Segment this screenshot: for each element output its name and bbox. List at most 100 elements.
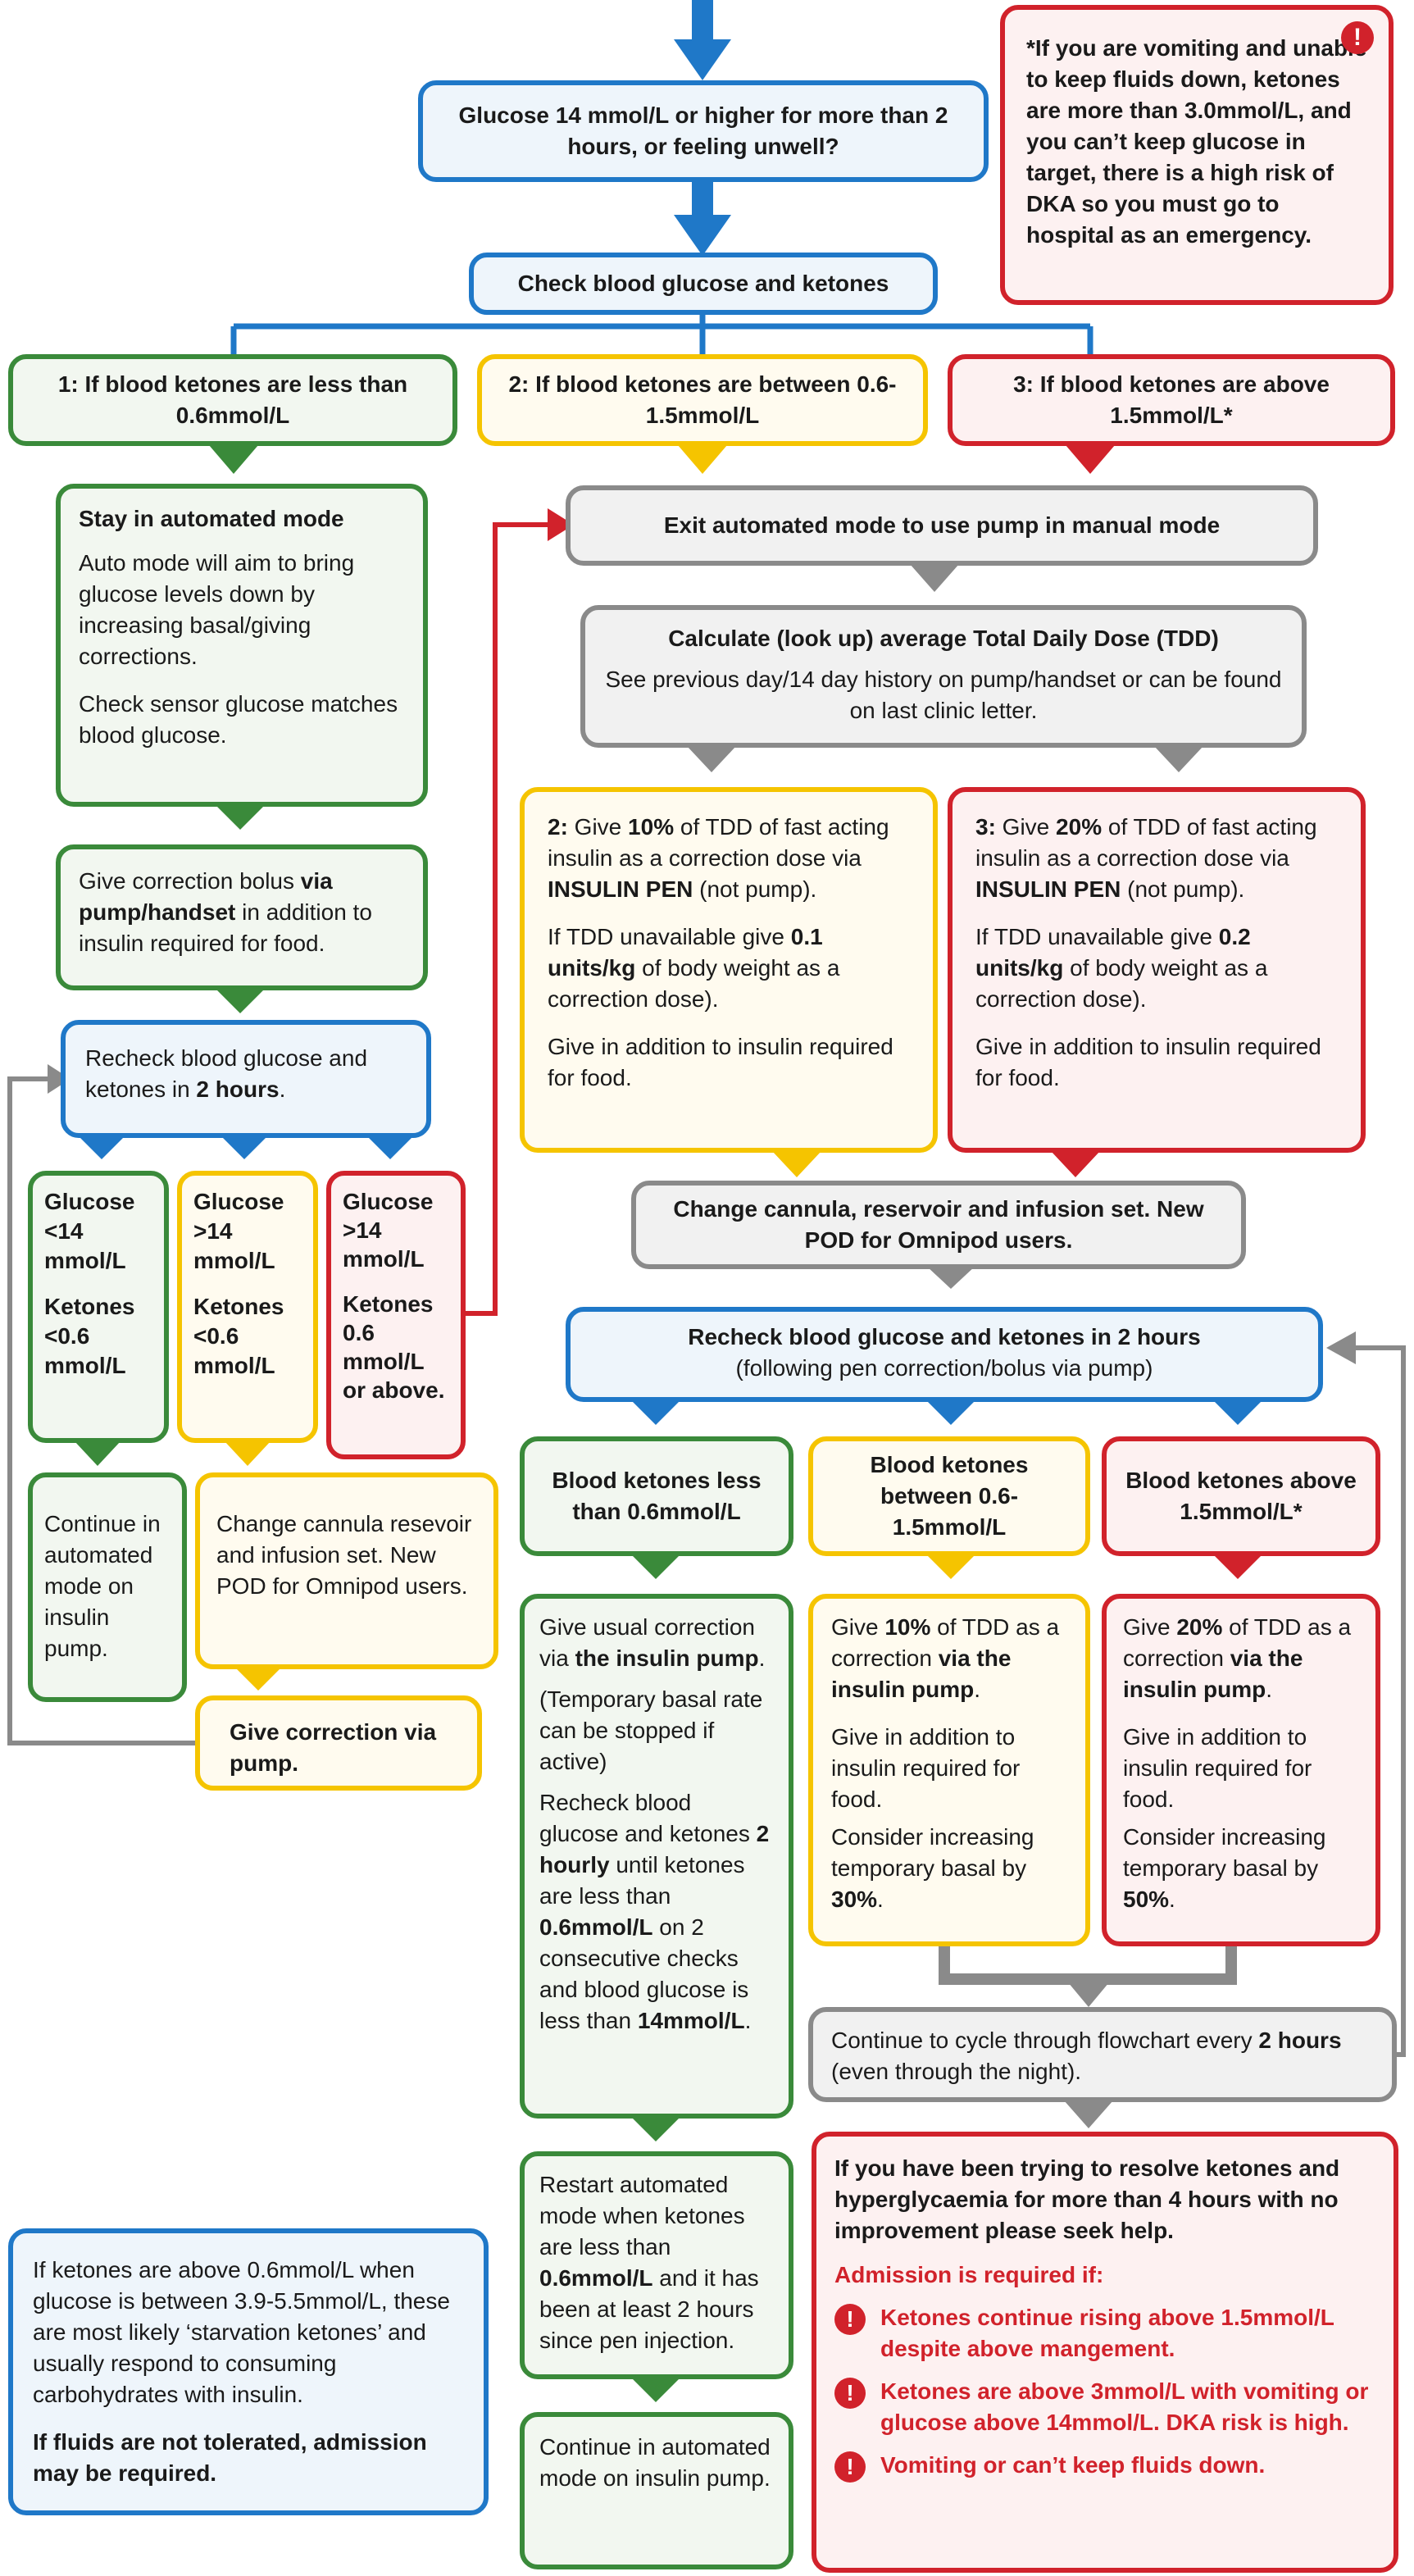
recheck-mid-box: Recheck blood glucose and ketones in 2 h… <box>566 1307 1323 1402</box>
pump-20-f: Consider increasing temporary basal by <box>1123 1824 1326 1881</box>
exit-automated-text: Exit automated mode to use pump in manua… <box>663 512 1221 538</box>
branch-1-box: 1: If blood ketones are less than 0.6mmo… <box>8 354 457 446</box>
ketones-above-text: Blood ketones above 1.5mmol/L* <box>1125 1468 1357 1524</box>
admission-item: ! Ketones are above 3mmol/L with vomitin… <box>834 2376 1375 2438</box>
admission-item: ! Vomiting or can’t keep fluids down. <box>834 2450 1375 2483</box>
give-10-pen: INSULIN PEN <box>548 876 693 902</box>
stay-automated-check: Check sensor glucose matches blood gluco… <box>79 691 398 748</box>
glucose-question-text: Glucose 14 mmol/L or higher for more tha… <box>458 102 948 159</box>
continue-automated-left-text: Continue in automated mode on insulin pu… <box>44 1511 161 1661</box>
pump-20-d: . <box>1266 1677 1272 1702</box>
usual-b: the insulin pump <box>575 1645 759 1671</box>
give-correction-pump-text: Give correction via pump. <box>230 1719 437 1776</box>
branch-1-text: 1: If blood ketones are less than 0.6mmo… <box>57 371 408 428</box>
usual-j: 14mmol/L <box>637 2008 745 2033</box>
restart-a: Restart automated mode when ketones are … <box>539 2172 745 2260</box>
usual-c: . <box>758 1645 766 1671</box>
restart-automated-box: Restart automated mode when ketones are … <box>520 2151 793 2379</box>
change-cannula-left-text: Change cannula resevoir and infusion set… <box>216 1511 472 1599</box>
continue-automated-left-box: Continue in automated mode on insulin pu… <box>28 1472 187 1702</box>
cycle-c: (even through the night). <box>831 2059 1082 2084</box>
give-20-pen: INSULIN PEN <box>975 876 1121 902</box>
pump-20-box: Give 20% of TDD as a correction via the … <box>1102 1594 1380 1946</box>
pump-20-pct: 20% <box>1176 1614 1223 1640</box>
give-20-e: of body weight as a correction dose). <box>975 955 1268 1012</box>
give-10-c: (not pump). <box>693 876 817 902</box>
give-20-dose: 0.2 units/kg <box>975 924 1251 981</box>
admission-item-text: Ketones are above 3mmol/L with vomiting … <box>880 2378 1369 2435</box>
seek-help-box: If you have been trying to resolve keton… <box>812 2132 1398 2573</box>
cycle-a: Continue to cycle through flowchart ever… <box>831 2028 1259 2053</box>
give-20-c: (not pump). <box>1121 876 1245 902</box>
cycle-b: 2 hours <box>1258 2028 1342 2053</box>
continue-automated-mid-box: Continue in automated mode on insulin pu… <box>520 2412 793 2569</box>
tdd-box: Calculate (look up) average Total Daily … <box>580 605 1307 748</box>
usual-i: on 2 consecutive checks and blood glucos… <box>539 1914 749 2033</box>
usual-a: Give usual correction via <box>539 1614 756 1671</box>
usual-f: 2 hourly <box>539 1821 770 1877</box>
pump-20-a: Give <box>1123 1614 1177 1640</box>
branch-2-text: 2: If blood ketones are between 0.6-1.5m… <box>508 371 897 428</box>
pump-10-box: Give 10% of TDD as a correction via the … <box>808 1594 1090 1946</box>
restart-b: 0.6mmol/L <box>539 2265 653 2291</box>
exclamation-circle-icon: ! <box>834 2304 866 2335</box>
give-10-f: Give in addition to insulin required for… <box>548 1034 893 1090</box>
admission-required-label: Admission is required if: <box>834 2262 1104 2287</box>
give-10-pct: 10% <box>628 814 675 840</box>
usual-e: Recheck blood glucose and ketones <box>539 1790 757 1846</box>
pump-20-b: of TDD as a correction <box>1123 1614 1352 1671</box>
pump-20-g: 50% <box>1123 1886 1170 1912</box>
pump-20-e: Give in addition to insulin required for… <box>1123 1724 1312 1812</box>
pump-20-h: . <box>1169 1886 1175 1912</box>
recheck-mid-title: Recheck blood glucose and ketones in 2 h… <box>688 1324 1201 1349</box>
pump-10-d: . <box>974 1677 980 1702</box>
recheck-left-text-b: 2 hours <box>196 1076 280 1102</box>
change-cannula-mid-text: Change cannula, reservoir and infusion s… <box>673 1196 1204 1253</box>
starvation-ketones-box: If ketones are above 0.6mmol/L when gluc… <box>8 2228 489 2515</box>
result-red-glucose: Glucose >14 mmol/L <box>343 1189 434 1272</box>
exclamation-circle-icon: ! <box>834 2451 866 2483</box>
pump-10-c: via the insulin pump <box>831 1645 1012 1702</box>
usual-correction-box: Give usual correction via the insulin pu… <box>520 1594 793 2119</box>
result-red-ketones: Ketones 0.6 mmol/L or above. <box>343 1291 445 1403</box>
ketones-less-box: Blood ketones less than 0.6mmol/L <box>520 1436 793 1556</box>
give-20-d: If TDD unavailable give <box>975 924 1219 949</box>
exit-automated-box: Exit automated mode to use pump in manua… <box>566 485 1318 566</box>
starvation-ketones-text: If ketones are above 0.6mmol/L when gluc… <box>33 2257 450 2407</box>
exclamation-circle-icon: ! <box>1341 21 1374 54</box>
correction-bolus-text-a: Give correction bolus <box>79 868 301 894</box>
ketones-between-text: Blood ketones between 0.6-1.5mmol/L <box>870 1452 1029 1540</box>
give-20-n: 3: <box>975 814 996 840</box>
recheck-left-text-a: Recheck blood glucose and ketones in <box>85 1045 368 1102</box>
result-yellow-glucose: Glucose >14 mmol/L <box>193 1189 284 1273</box>
give-10-e: of body weight as a correction dose). <box>548 955 840 1012</box>
pump-20-c: via the insulin pump <box>1123 1645 1303 1702</box>
recheck-left-text-c: . <box>279 1076 286 1102</box>
result-green-box: Glucose <14 mmol/L Ketones <0.6 mmol/L <box>28 1171 169 1443</box>
branch-3-text: 3: If blood ketones are above 1.5mmol/L* <box>1013 371 1330 428</box>
stay-automated-title: Stay in automated mode <box>79 506 344 531</box>
usual-d: (Temporary basal rate can be stopped if … <box>539 1686 763 1774</box>
admission-item-text: Vomiting or can’t keep fluids down. <box>880 2452 1266 2478</box>
correction-bolus-text-c: in addition to insulin required for food… <box>79 899 372 956</box>
pump-10-e: Give in addition to insulin required for… <box>831 1724 1021 1812</box>
give-10-a: Give <box>567 814 629 840</box>
usual-g: until ketones are less than <box>539 1852 745 1909</box>
recheck-left-box: Recheck blood glucose and ketones in 2 h… <box>61 1020 431 1138</box>
correction-bolus-text-b: via pump/handset <box>79 868 333 925</box>
pump-10-g: 30% <box>831 1886 878 1912</box>
ketones-less-text: Blood ketones less than 0.6mmol/L <box>552 1468 762 1524</box>
usual-h: 0.6mmol/L <box>539 1914 653 1940</box>
give-20-f: Give in addition to insulin required for… <box>975 1034 1321 1090</box>
give-20-b: of TDD of fast acting insulin as a corre… <box>975 814 1317 871</box>
give-10-n: 2: <box>548 814 568 840</box>
pump-10-f: Consider increasing temporary basal by <box>831 1824 1034 1881</box>
result-yellow-box: Glucose >14 mmol/L Ketones <0.6 mmol/L <box>177 1171 318 1443</box>
result-green-ketones: Ketones <0.6 mmol/L <box>44 1294 135 1378</box>
tdd-body: See previous day/14 day history on pump/… <box>605 667 1282 723</box>
ketones-above-box: Blood ketones above 1.5mmol/L* <box>1102 1436 1380 1556</box>
correction-bolus-box: Give correction bolus via pump/handset i… <box>56 844 428 990</box>
seek-help-title: If you have been trying to resolve keton… <box>834 2155 1340 2243</box>
ketones-between-box: Blood ketones between 0.6-1.5mmol/L <box>808 1436 1090 1556</box>
